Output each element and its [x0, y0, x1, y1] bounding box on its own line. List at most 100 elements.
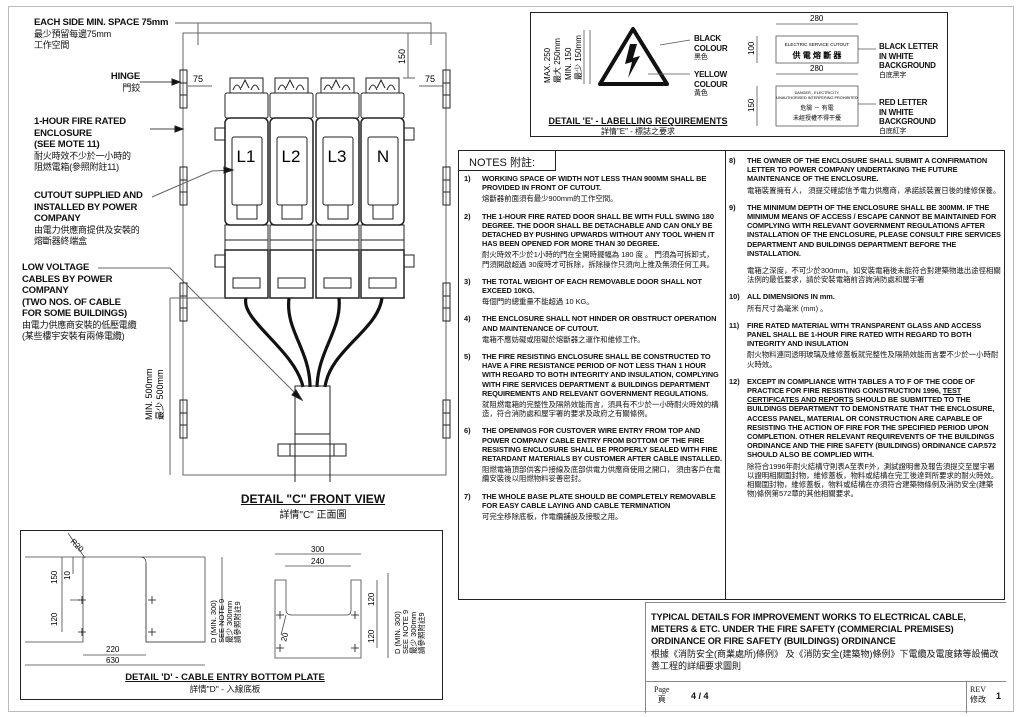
phase-label-l2: L2	[282, 147, 301, 166]
hinge-label: HINGE 門鉸	[107, 71, 140, 94]
note-12: 12) EXCEPT IN COMPLIANCE WITH TABLES A TO…	[729, 377, 1001, 499]
drawing-title-en: TYPICAL DETAILS FOR IMPROVEMENT WORKS TO…	[651, 612, 966, 646]
note-text-cn: 每個門的總重量不能超過 10 KG。	[482, 297, 594, 307]
dim-240: 240	[311, 557, 325, 566]
black-colour-label: BLACK COLOUR 黑色	[694, 34, 728, 63]
enclosure-outline	[182, 32, 447, 476]
dim-120-d: 120	[50, 612, 59, 626]
note-text-en-a: EXCEPT IN COMPLIANCE WITH TABLES A TO F …	[747, 376, 975, 396]
cutout-en-3: COMPANY	[34, 213, 81, 224]
detail-d-frame	[20, 530, 443, 700]
each-side-label: EACH SIDE MIN. SPACE 75mm 最少預留每邊75mm 工作空…	[34, 17, 168, 52]
note-number: 8)	[729, 156, 736, 165]
note-10: 10)ALL DIMENSIONS IN mm.所有尺寸為毫米 (mm) 。	[729, 292, 1001, 312]
enclosure-en-2: ENCLOSURE	[34, 127, 92, 139]
sign2-cn1: 危險 － 有電	[800, 104, 833, 112]
notes-heading: NOTES 附註:	[458, 150, 556, 171]
black-colour-1: BLACK	[694, 34, 721, 43]
note-text-cn: 所有尺寸為毫米 (mm) 。	[747, 303, 828, 313]
dim-150-d: 150	[50, 570, 59, 584]
cables-en-4: (TWO NOS. OF CABLE	[22, 296, 121, 308]
dim-220: 220	[106, 645, 120, 654]
phase-label-l1: L1	[237, 147, 256, 166]
cable-conduit	[294, 385, 331, 435]
hinges-right	[442, 69, 451, 439]
note-text-cn: 電箱之深度，不可少於300mm。如安裝電箱後未能符合對建築物進出途徑相關法例的最…	[747, 266, 1001, 285]
cutout-label: CUTOUT SUPPLIED AND INSTALLED BY POWER C…	[34, 190, 143, 248]
note-text-en: THE WHOLE BASE PLATE SHOULD BE COMPLETEL…	[482, 491, 716, 510]
black-letter-label: BLACK LETTER IN WHITE BACKGROUND 白底黑字	[879, 42, 938, 80]
note-8: 8)THE OWNER OF THE ENCLOSURE SHALL SUBMI…	[729, 156, 1001, 195]
note-text-en-b: SHOULD BE SUBMITTED TO THE BUILDINGS DEP…	[747, 395, 996, 460]
note-number: 7)	[464, 491, 471, 501]
rev-label: REV 修改	[970, 685, 986, 705]
each-side-en: EACH SIDE MIN. SPACE 75mm	[34, 17, 169, 28]
rev-label-en: REV	[970, 685, 986, 694]
sign1-en: ELECTRIC SERVICE CUTOUT	[785, 42, 850, 47]
note-number: 12)	[729, 376, 740, 386]
red-letter-3: BACKGROUND	[879, 117, 936, 126]
note-text-en: THE 1-HOUR FIRE RATED DOOR SHALL BE WITH…	[482, 211, 715, 249]
note-5: 5) THE FIRE RESISTING ENCLOSURE SHALL BE …	[464, 352, 722, 418]
notes-column-left: 1)WORKING SPACE OF WIDTH NOT LESS THAN 9…	[464, 174, 722, 529]
enclosure-cn-2: 阻燃電箱(參照附註11)	[34, 162, 119, 172]
red-letter-1: RED LETTER	[879, 98, 928, 107]
each-side-cn2: 工作空間	[34, 40, 70, 50]
lightning-bolt-icon	[625, 44, 640, 78]
note-text-en: THE ENCLOSURE SHALL NOT HINDER OR OBSTRU…	[482, 314, 717, 333]
dim-75-left: 75	[193, 74, 203, 84]
note-text-cn: 可完全移除底板，作電纜舖設及接駁之用。	[482, 512, 623, 522]
detail-e-title: DETAIL 'E' - LABELLING REQUIREMENTS 詳情"E…	[538, 116, 738, 137]
cables-en-3: COMPANY	[22, 285, 69, 296]
dim-20: 20	[279, 631, 290, 642]
note-1: 1)WORKING SPACE OF WIDTH NOT LESS THAN 9…	[464, 174, 722, 204]
detail-c-title-cn: 詳情"C" 正面圖	[279, 510, 347, 521]
min-150: MIN. 150	[564, 47, 573, 80]
dim-280b: 280	[810, 64, 824, 73]
dim-630: 630	[106, 656, 120, 665]
note-11: 11)FIRE RATED MATERIAL WITH TRANSPARENT …	[729, 321, 1001, 369]
cutout-en-1: CUTOUT SUPPLIED AND	[34, 190, 143, 201]
cables-cn-1: 由電力供應商安裝的低壓電纜	[22, 319, 137, 330]
black-letter-2: IN WHITE	[879, 51, 914, 61]
note-number: 9)	[729, 202, 736, 212]
depth-right-3: 最少 300mm	[409, 612, 418, 654]
sign2-en2: UNAUTHORISED INTERFERING PROHIBITED	[776, 96, 858, 100]
depth-left-3: 最少 300mm	[225, 601, 234, 643]
sign1-cn: 供 電 熔 斷 器	[792, 50, 843, 60]
black-colour-3: 黑色	[694, 54, 708, 61]
note-number: 2)	[464, 211, 471, 221]
phase-label-l3: L3	[328, 147, 347, 166]
detail-d-title: DETAIL 'D' - CABLE ENTRY BOTTOM PLATE 詳情…	[100, 672, 350, 695]
sign2-en1: DANGER - ELECTRICITY,	[795, 91, 840, 95]
black-colour-2: COLOUR	[694, 43, 728, 53]
enclosure-cn-1: 耐火時效不少於一小時的	[34, 150, 131, 161]
red-letter-2: IN WHITE	[879, 107, 914, 117]
depth-left-1: D (MIN. 300)	[209, 600, 218, 643]
note-text-en-underlined: TEST CERTIFICATES AND REPORTS	[747, 386, 962, 405]
enclosure-en-3: (SEE MOTE 11)	[34, 139, 100, 150]
enclosure-en-1: 1-HOUR FIRE RATED	[34, 116, 126, 127]
note-number: 5)	[464, 352, 471, 362]
drawing-title-cn: 根據《消防安全(商業處所)條例》 及《消防安全(建築物)條例》下電纜及電度錶等設…	[651, 649, 999, 671]
yellow-colour-3: 黃色	[694, 90, 708, 97]
detail-c-title-en: DETAIL "C" FRONT VIEW	[240, 492, 386, 506]
yellow-colour-1: YELLOW	[694, 70, 728, 79]
note-text-en: THE OPENINGS FOR CUSTOVER WIRE ENTRY FRO…	[482, 426, 722, 464]
dim-min-500-cn: 最少 500mm	[155, 369, 165, 420]
detail-e-title-cn: 詳情"E" - 標誌之要求	[600, 127, 676, 136]
hinge-en: HINGE	[110, 71, 140, 82]
note-number: 11)	[729, 320, 740, 330]
note-text-en: THE FIRE RESISTING ENCLOSURE SHALL BE CO…	[482, 352, 719, 398]
dim-150-e: 150	[747, 98, 756, 112]
note-text-cn: 除符合1996年耐火結構守則表A至表F外，測試證明書及報告須提交至屋宇署以證明相…	[747, 461, 999, 499]
note-text-en: ALL DIMENSIONS IN mm.	[747, 292, 835, 302]
note-text-cn: 阻燃電箱頂部供客戶接線及底部供電力供應商使用之開口， 須由客戶在電纜安裝後以阻燃…	[482, 465, 721, 484]
depth-right-1: D (MIN. 300)	[393, 611, 402, 654]
notes-divider	[725, 150, 726, 600]
cables-cn-2: (某些樓宇安裝有兩條電纜)	[22, 331, 125, 341]
page-label-en: Page	[654, 685, 670, 694]
note-text-en: WORKING SPACE OF WIDTH NOT LESS THAN 900…	[482, 174, 707, 193]
